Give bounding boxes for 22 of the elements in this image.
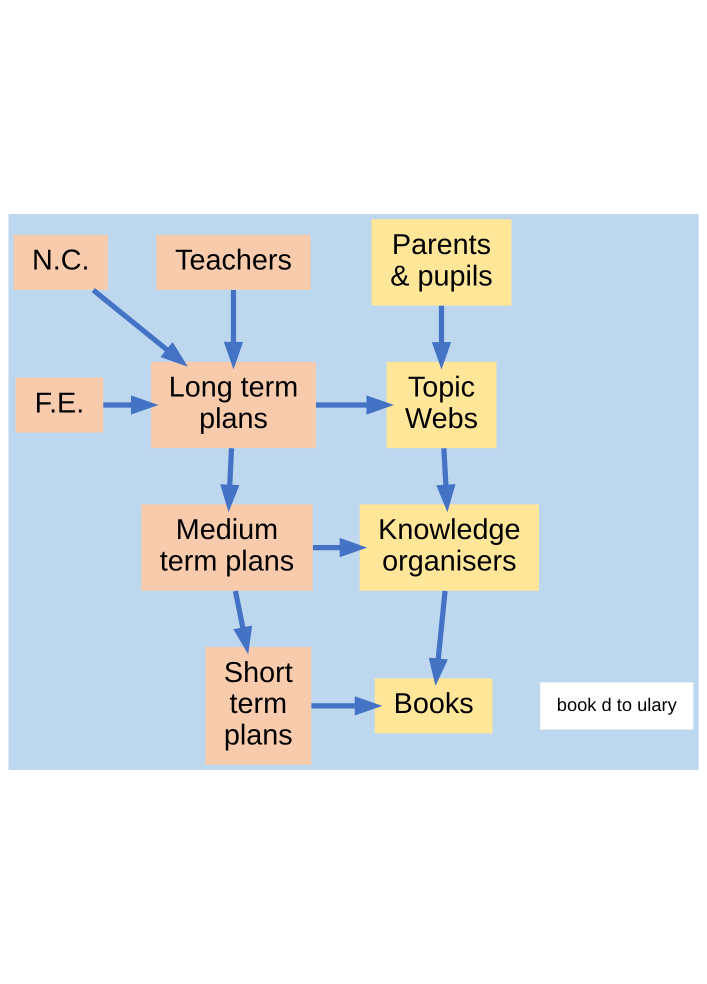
- arrow: [92, 288, 188, 367]
- node-box: Medium term plans: [141, 504, 313, 591]
- node-box: Teachers: [156, 234, 311, 290]
- arrow: [103, 395, 159, 415]
- node-box: Knowledge organisers: [360, 504, 539, 591]
- node-box: Long term plans: [151, 362, 316, 448]
- node-box: N.C.: [14, 234, 108, 290]
- node-box: Topic Webs: [386, 362, 496, 448]
- arrow: [316, 395, 394, 415]
- arrow: [436, 448, 456, 512]
- arrow: [312, 538, 368, 558]
- node-box: Parents & pupils: [372, 219, 512, 306]
- arrow: [311, 696, 382, 716]
- node-box: Books: [374, 678, 492, 734]
- label: book d to ulary: [556, 694, 677, 715]
- arrow: [428, 590, 448, 686]
- node-box: F.E.: [16, 378, 104, 432]
- arrow: [432, 306, 452, 370]
- node-box: Short term plans: [205, 647, 312, 765]
- arrow: [232, 590, 252, 654]
- arrow: [224, 290, 244, 370]
- arrow: [220, 448, 240, 512]
